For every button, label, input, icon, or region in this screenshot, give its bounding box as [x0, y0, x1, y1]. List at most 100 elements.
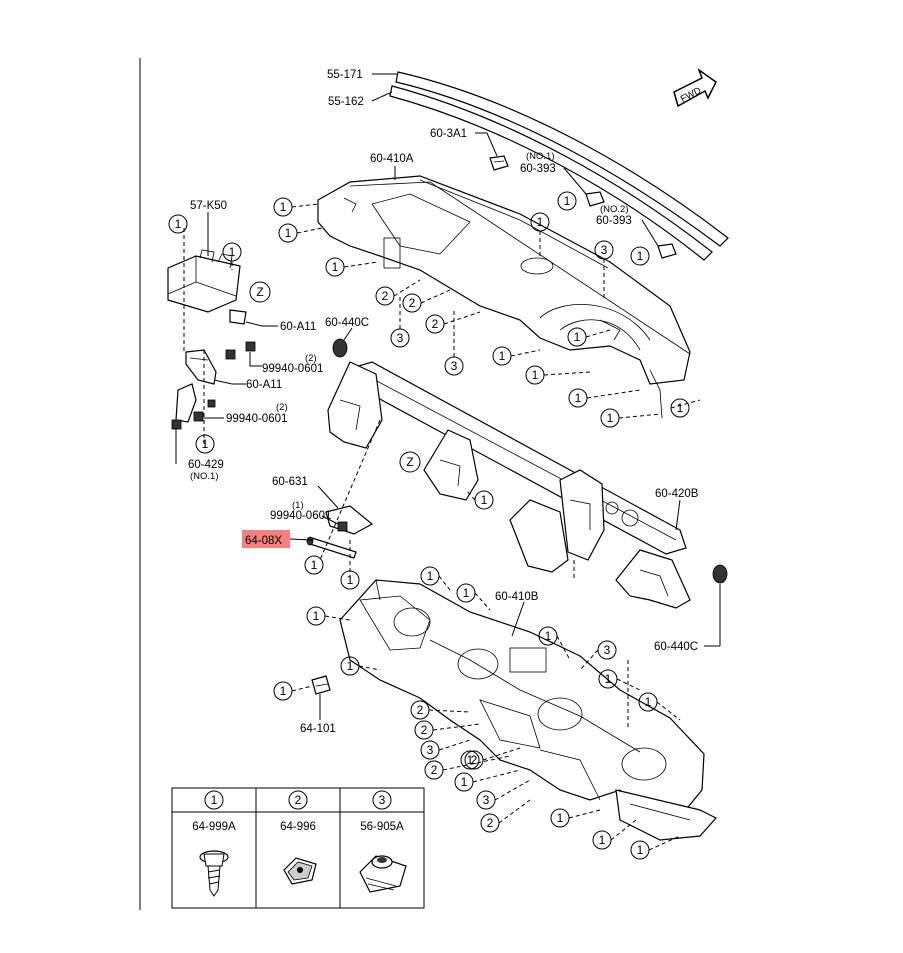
svg-text:2: 2: [409, 296, 416, 310]
callout-1: 1: [306, 606, 326, 626]
callout-1: 1: [525, 365, 545, 385]
bracket-60-631: [325, 505, 374, 535]
svg-text:1: 1: [467, 753, 474, 767]
callout-3: 3: [594, 240, 614, 260]
svg-text:1: 1: [499, 349, 506, 363]
callout-3: 3: [420, 740, 440, 760]
nut-upper: [225, 341, 256, 360]
callout-1: 1: [195, 434, 215, 454]
label-60-3a1: 60-3A1: [430, 128, 467, 140]
svg-text:3: 3: [397, 331, 404, 345]
svg-text:2: 2: [431, 763, 438, 777]
svg-text:1: 1: [607, 411, 614, 425]
label-60-429: 60-429: [188, 459, 224, 471]
svg-text:1: 1: [677, 401, 684, 415]
callout-1: 1: [568, 388, 588, 408]
callout-2: 2: [424, 760, 444, 780]
highlight-64-08x: [242, 530, 290, 548]
svg-text:3: 3: [483, 793, 490, 807]
svg-text:1: 1: [463, 586, 470, 600]
label-99940-c: 99940-0601: [270, 510, 331, 522]
legend-part-64-996: 64-996: [280, 821, 316, 833]
svg-text:3: 3: [451, 359, 458, 373]
svg-text:1: 1: [347, 659, 354, 673]
svg-text:1: 1: [574, 330, 581, 344]
svg-text:1: 1: [545, 629, 552, 643]
bracket-60-429: [171, 383, 216, 430]
bracket-60-a11: [185, 349, 217, 385]
svg-text:1: 1: [285, 226, 292, 240]
svg-text:1: 1: [481, 493, 488, 507]
upper-dashboard-panel: [317, 175, 691, 419]
svg-text:2: 2: [421, 723, 428, 737]
callout-1: 1: [600, 408, 620, 428]
callout-1: 1: [273, 197, 293, 217]
callout-1: 1: [168, 214, 188, 234]
callout-2: 2: [480, 813, 500, 833]
label-1-paren: (1): [292, 500, 304, 511]
callout-1: 1: [592, 830, 612, 850]
bushing-top: [332, 338, 348, 358]
label-64-101: 64-101: [300, 723, 336, 735]
label-60-393-b: 60-393: [596, 215, 632, 227]
bushing-bottom: [712, 564, 728, 584]
label-2-a: (2): [305, 353, 317, 364]
label-60-a11-b: 60-A11: [246, 379, 282, 391]
label-no2: (NO.2): [600, 204, 629, 215]
legend-part-64-999a: 64-999A: [192, 821, 236, 833]
svg-text:1: 1: [347, 573, 354, 587]
label-60-440c-bot: 60-440C: [654, 641, 698, 653]
svg-text:1: 1: [461, 775, 468, 789]
svg-text:1: 1: [229, 245, 236, 259]
svg-text:1: 1: [332, 260, 339, 274]
legend-header-1: 1: [211, 793, 218, 807]
label-no1: (NO.1): [526, 151, 555, 162]
legend-header-2: 2: [295, 793, 302, 807]
callout-3: 3: [597, 640, 617, 660]
svg-text:3: 3: [427, 743, 434, 757]
leader-lines: [291, 203, 701, 851]
callout-1: 1: [538, 626, 558, 646]
clip-nut-icon: [283, 857, 317, 885]
callout-3: 3: [476, 790, 496, 810]
svg-text:2: 2: [382, 289, 389, 303]
callout-2: 2: [410, 700, 430, 720]
svg-text:1: 1: [637, 249, 644, 263]
clip-60-393-no1: [585, 191, 605, 207]
airbag-module: [167, 249, 247, 325]
label-no1-b: (NO.1): [190, 471, 219, 482]
label-60-440c-top: 60-440C: [325, 317, 369, 329]
clip-64-101: [311, 675, 331, 695]
svg-text:2: 2: [487, 816, 494, 830]
svg-text:1: 1: [605, 672, 612, 686]
label-55-162: 55-162: [328, 96, 364, 108]
label-64-08x: 64-08X: [245, 535, 282, 547]
callout-2: 2: [414, 720, 434, 740]
svg-text:1: 1: [564, 194, 571, 208]
svg-text:1: 1: [280, 200, 287, 214]
svg-text:2: 2: [417, 703, 424, 717]
svg-text:1: 1: [645, 695, 652, 709]
svg-text:1: 1: [575, 391, 582, 405]
callout-1: 1: [460, 750, 480, 770]
lower-dashboard-panel: [339, 579, 717, 841]
legend-header-3: 3: [379, 793, 386, 807]
fastener-legend-table: 1 2 3 64-999A 64-996 56-905A: [171, 787, 425, 909]
screw-icon: [199, 850, 229, 897]
callout-1: 1: [474, 490, 494, 510]
svg-text:1: 1: [175, 217, 182, 231]
label-57-k50: 57-K50: [190, 200, 227, 212]
callout-2: 2: [402, 293, 422, 313]
z-marker-lower-text: Z: [406, 455, 413, 469]
callout-1: 1: [340, 570, 360, 590]
label-99940-b: 99940-0601: [226, 413, 287, 425]
svg-text:1: 1: [202, 437, 209, 451]
callout-3: 3: [444, 356, 464, 376]
svg-text:3: 3: [604, 643, 611, 657]
callout-1: 1: [670, 398, 690, 418]
z-marker-lower: [399, 451, 421, 473]
svg-text:1: 1: [557, 811, 564, 825]
svg-text:1: 1: [599, 833, 606, 847]
label-99940-a: 99940-0601: [262, 363, 323, 375]
